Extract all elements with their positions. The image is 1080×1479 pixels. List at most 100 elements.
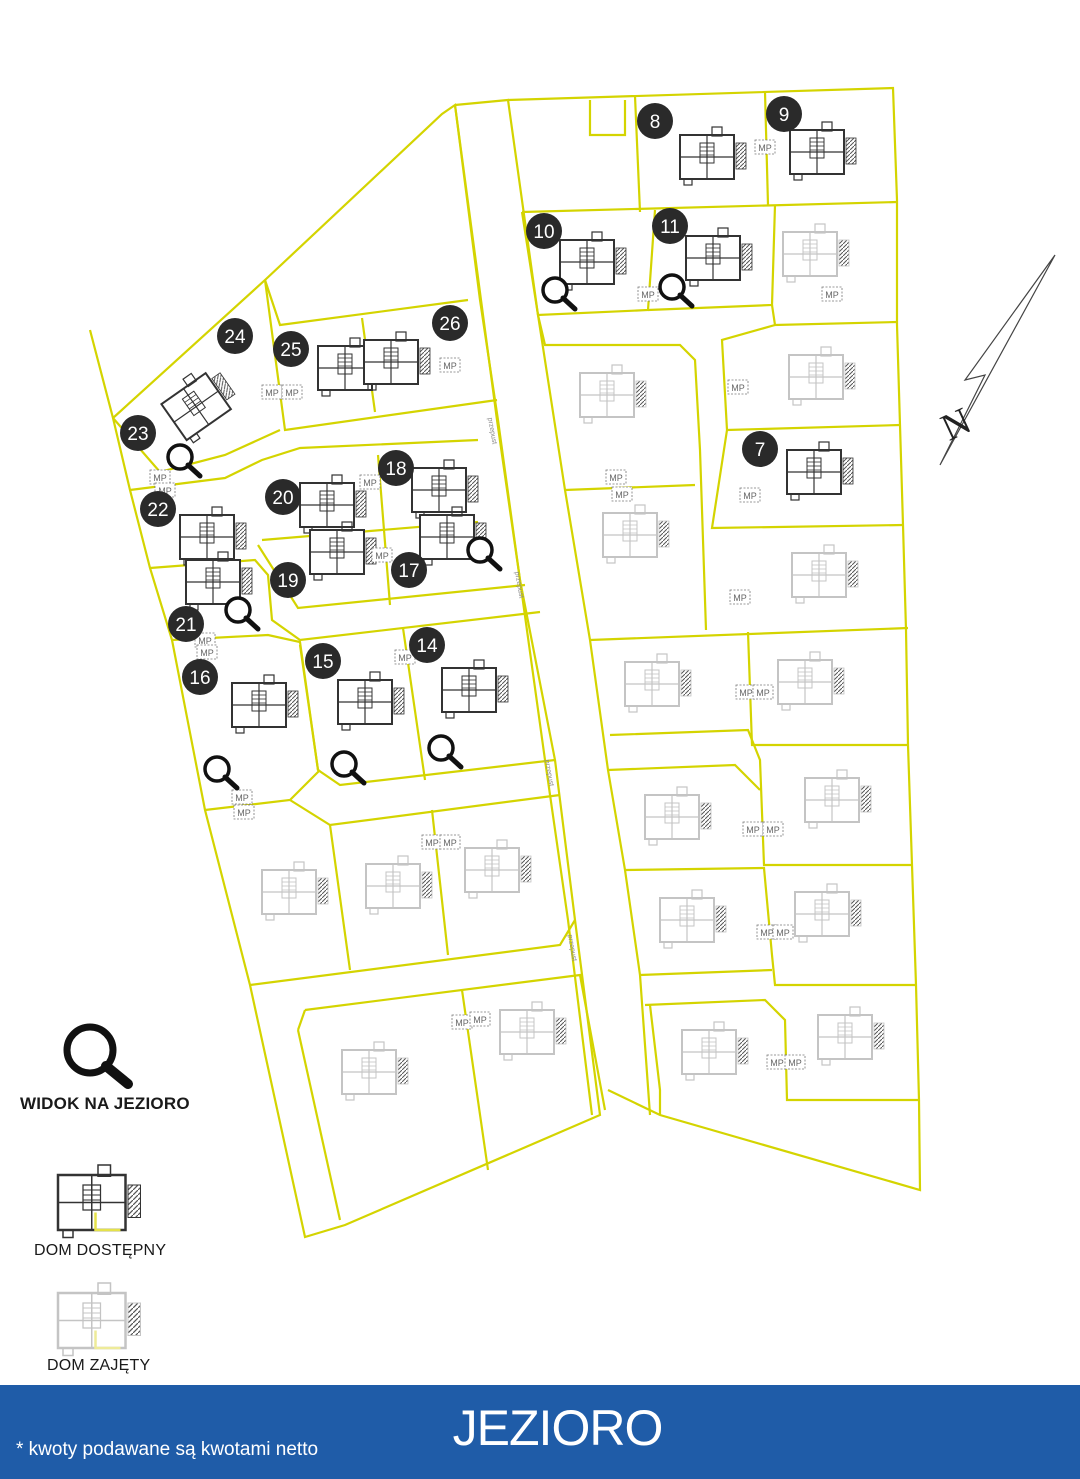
lot-badge-22[interactable]: 22 bbox=[140, 491, 176, 527]
parking-spot: MP bbox=[469, 1011, 491, 1027]
house-available-15 bbox=[337, 671, 405, 731]
footer-bar: JEZIORO * kwoty podawane są kwotami nett… bbox=[0, 1385, 1080, 1479]
svg-text:MP: MP bbox=[265, 388, 279, 398]
parking-spot: MP bbox=[727, 379, 749, 395]
lot-badge-10[interactable]: 10 bbox=[526, 213, 562, 249]
lot-badges: 7 8 9 10 11 14 15 16 17 18 19 20 21 22 23 24 25 26 bbox=[120, 96, 802, 695]
lot-number: 9 bbox=[779, 105, 790, 126]
parking-spot: MP bbox=[233, 804, 255, 820]
lake-view-magnifier-icon bbox=[330, 750, 367, 786]
parking-spot: MP bbox=[752, 684, 774, 700]
parking-spot: MP bbox=[784, 1054, 806, 1070]
house-available-11 bbox=[685, 227, 753, 287]
lot-badge-21[interactable]: 21 bbox=[168, 606, 204, 642]
house-available-7 bbox=[786, 441, 854, 501]
svg-text:MP: MP bbox=[746, 825, 760, 835]
house-available-18 bbox=[411, 459, 479, 519]
legend-house-available-icon bbox=[56, 1163, 142, 1239]
svg-text:MP: MP bbox=[425, 838, 439, 848]
svg-text:MP: MP bbox=[153, 473, 167, 483]
road-labels: przepust przepust przepust przepust bbox=[486, 417, 578, 962]
lot-badge-17[interactable]: 17 bbox=[391, 552, 427, 588]
lot-number: 20 bbox=[272, 488, 293, 509]
lot-badge-7[interactable]: 7 bbox=[742, 431, 778, 467]
lot-badge-9[interactable]: 9 bbox=[766, 96, 802, 132]
lot-number: 19 bbox=[277, 571, 298, 592]
lot-badge-18[interactable]: 18 bbox=[378, 450, 414, 486]
lot-number: 22 bbox=[147, 500, 168, 521]
lot-boundaries bbox=[88, 86, 922, 1239]
svg-text:MP: MP bbox=[758, 143, 772, 153]
lot-number: 18 bbox=[385, 459, 406, 480]
parking-spot: MP bbox=[605, 469, 627, 485]
svg-text:MP: MP bbox=[375, 551, 389, 561]
legend-available-label: DOM DOSTĘPNY bbox=[34, 1242, 167, 1259]
lot-number: 10 bbox=[533, 222, 554, 243]
north-arrow: N bbox=[935, 254, 1056, 466]
svg-text:MP: MP bbox=[739, 688, 753, 698]
lot-number: 26 bbox=[439, 314, 460, 335]
lot-badge-24[interactable]: 24 bbox=[217, 318, 253, 354]
svg-text:MP: MP bbox=[473, 1015, 487, 1025]
lot-badge-19[interactable]: 19 bbox=[270, 562, 306, 598]
legend-taken-label: DOM ZAJĘTY bbox=[47, 1357, 151, 1374]
lot-number: 25 bbox=[280, 340, 301, 361]
parking-spot: MP bbox=[359, 474, 381, 490]
parking-spot: MP bbox=[451, 1014, 473, 1030]
lot-number: 11 bbox=[660, 217, 680, 238]
lot-badge-20[interactable]: 20 bbox=[265, 479, 301, 515]
svg-text:MP: MP bbox=[200, 648, 214, 658]
lot-badge-11[interactable]: 11 bbox=[652, 208, 688, 244]
lot-badge-16[interactable]: 16 bbox=[182, 659, 218, 695]
svg-text:MP: MP bbox=[443, 838, 457, 848]
svg-text:MP: MP bbox=[760, 928, 774, 938]
svg-text:MP: MP bbox=[609, 473, 623, 483]
house-taken bbox=[261, 861, 329, 921]
lake-view-magnifier-icon bbox=[224, 596, 261, 632]
lot-badge-15[interactable]: 15 bbox=[305, 643, 341, 679]
lake-view-magnifier-icon bbox=[541, 276, 578, 312]
lot-badge-26[interactable]: 26 bbox=[432, 305, 468, 341]
house-taken bbox=[777, 651, 845, 711]
lot-number: 7 bbox=[755, 440, 766, 461]
lot-number: 8 bbox=[650, 112, 661, 133]
house-available-22 bbox=[179, 506, 247, 566]
parking-spot: MP bbox=[421, 834, 443, 850]
svg-text:MP: MP bbox=[615, 490, 629, 500]
lot-number: 15 bbox=[312, 652, 333, 673]
house-taken bbox=[499, 1001, 567, 1061]
parking-spot: MP bbox=[729, 589, 751, 605]
svg-text:MP: MP bbox=[743, 491, 757, 501]
legend-lake-view-label: WIDOK NA JEZIORO bbox=[20, 1094, 190, 1113]
house-taken bbox=[464, 839, 532, 899]
house-available-14 bbox=[441, 659, 509, 719]
house-taken bbox=[794, 883, 862, 943]
house-taken bbox=[341, 1041, 409, 1101]
lake-view-markers bbox=[166, 273, 695, 791]
lot-number: 24 bbox=[224, 327, 246, 348]
lot-badge-23[interactable]: 23 bbox=[120, 415, 156, 451]
lot-badge-25[interactable]: 25 bbox=[273, 331, 309, 367]
house-taken bbox=[644, 786, 712, 846]
svg-text:MP: MP bbox=[756, 688, 770, 698]
road-label: przepust bbox=[513, 571, 525, 599]
svg-text:MP: MP bbox=[825, 290, 839, 300]
parking-spot: MP bbox=[637, 286, 659, 302]
parking-spot: MP bbox=[772, 924, 794, 940]
houses-available bbox=[155, 121, 857, 734]
parking-spot: MP bbox=[261, 384, 283, 400]
svg-text:MP: MP bbox=[235, 793, 249, 803]
house-taken bbox=[817, 1006, 885, 1066]
svg-text:MP: MP bbox=[770, 1058, 784, 1068]
parking-spot: MP bbox=[766, 1054, 788, 1070]
house-available-23-24 bbox=[155, 358, 246, 447]
house-taken bbox=[782, 223, 850, 283]
svg-text:MP: MP bbox=[731, 383, 745, 393]
house-available-8 bbox=[679, 126, 747, 186]
parking-spot: MP bbox=[762, 821, 784, 837]
lot-badge-8[interactable]: 8 bbox=[637, 103, 673, 139]
parking-spot: MP bbox=[821, 286, 843, 302]
lot-badge-14[interactable]: 14 bbox=[409, 627, 445, 663]
lake-view-magnifier-icon bbox=[658, 273, 695, 309]
